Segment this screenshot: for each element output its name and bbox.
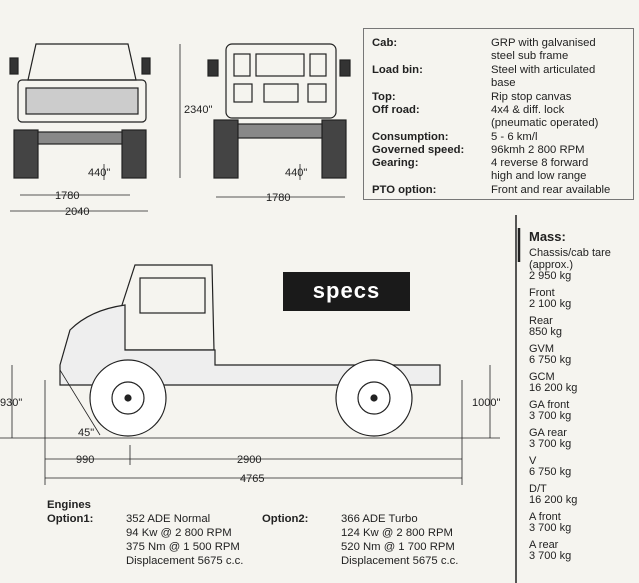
- dim-front-track: 1780: [55, 190, 79, 202]
- spec-label: Governed speed:: [372, 144, 465, 156]
- spec-label: Off road:: [372, 104, 420, 116]
- dim-front-width: 2040: [65, 206, 89, 218]
- mass-item: Chassis/cab tare (approx.)2 950 kg: [529, 247, 611, 282]
- dim-rear-clearance: 440": [285, 167, 307, 179]
- engines-title: Engines: [47, 499, 91, 511]
- dim-rear-track: 1780: [266, 192, 290, 204]
- spec-label: Top:: [372, 91, 396, 103]
- dim-front-height: 2340": [184, 104, 212, 116]
- dim-front-overhang: 990: [76, 454, 94, 466]
- dim-overall-length: 4765: [240, 473, 264, 485]
- dim-side-rear-height: 1000": [472, 397, 500, 409]
- front-view-drawing: [9, 43, 151, 179]
- mass-title: Mass:: [529, 229, 566, 244]
- mass-list: Mass: Chassis/cab tare (approx.)2 950 kg…: [529, 229, 639, 563]
- dim-approach-angle: 45": [78, 427, 94, 439]
- rear-view-drawing: [207, 43, 351, 179]
- spec-label: Cab:: [372, 37, 398, 49]
- engine-option1-label: Option1:: [47, 513, 94, 525]
- spec-label: Gearing:: [372, 157, 419, 169]
- spec-value: 96kmh 2 800 RPM: [491, 144, 585, 156]
- dim-front-clearance: 440": [88, 167, 110, 179]
- spec-label: Load bin:: [372, 64, 423, 76]
- spec-value: Front and rear available: [491, 184, 611, 196]
- dim-wheelbase: 2900: [237, 454, 261, 466]
- specs-badge: specs: [283, 272, 410, 311]
- spec-label: Consumption:: [372, 131, 449, 143]
- spec-value: Rip stop canvas: [491, 91, 572, 103]
- spec-value: 5 - 6 km/l: [491, 131, 538, 143]
- dimension-lines: [0, 44, 500, 485]
- side-view-drawing: [59, 264, 441, 437]
- engine-option2-label: Option2:: [262, 513, 309, 525]
- dim-side-front-height: 930": [0, 397, 22, 409]
- spec-label: PTO option:: [372, 184, 437, 196]
- spec-value: 4x4 & diff. lock(pneumatic operated): [491, 104, 599, 130]
